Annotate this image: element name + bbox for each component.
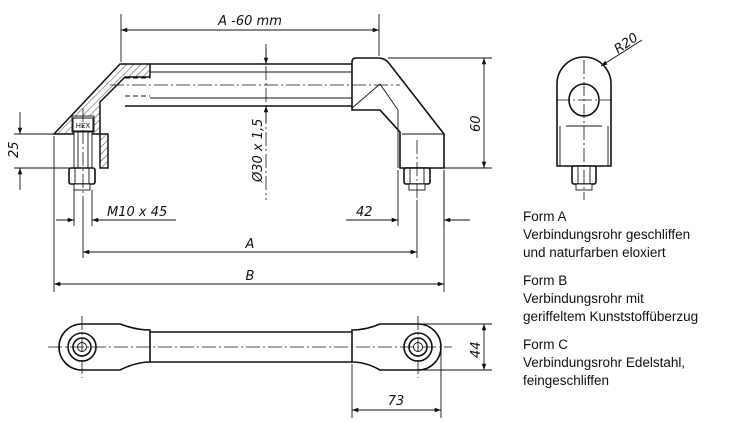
dim-a: A: [82, 200, 418, 258]
dim-60: 60: [388, 57, 492, 169]
dim-m10-label: M10 x 45: [107, 205, 167, 220]
legend-form-a: Form A Verbindungsrohr geschliffen und n…: [523, 208, 750, 262]
top-view: [48, 316, 452, 378]
dim-b: B: [53, 136, 445, 292]
dim-44-label: 44: [469, 341, 484, 358]
left-foot-section: [52, 63, 151, 169]
legend-form-b: Form B Verbindungsrohr mit geriffeltem K…: [523, 272, 750, 326]
form-legend: Form A Verbindungsrohr geschliffen und n…: [523, 208, 750, 400]
legend-form-b-line2: geriffeltem Kunststoffüberzug: [523, 309, 699, 324]
dim-44: 44: [420, 323, 492, 371]
legend-form-c-line2: feingeschliffen: [523, 373, 610, 388]
dim-b-label: B: [246, 269, 255, 284]
legend-form-c-line1: Verbindungsrohr Edelstahl,: [523, 355, 686, 370]
dim-73: 73: [351, 350, 442, 418]
dim-tube-diameter-label: Ø30 x 1,5: [251, 119, 266, 183]
legend-form-b-title: Form B: [523, 273, 568, 288]
legend-form-a-line2: und naturfarben eloxiert: [523, 245, 666, 260]
dim-73-label: 73: [388, 394, 405, 409]
side-view: R20: [556, 30, 643, 200]
dim-60-label: 60: [469, 115, 484, 132]
dim-a-minus-60-label: A -60 mm: [217, 14, 282, 29]
left-nut: [68, 167, 96, 185]
dim-a-label: A: [245, 237, 255, 252]
legend-form-a-line1: Verbindungsrohr geschliffen: [523, 227, 691, 242]
dim-42-label: 42: [356, 205, 373, 220]
legend-form-c-title: Form C: [523, 337, 568, 352]
dim-tube-diameter: Ø30 x 1,5: [251, 48, 269, 183]
dim-r20-label: R20: [612, 30, 642, 57]
legend-form-b-line1: Verbindungsrohr mit: [523, 291, 644, 306]
legend-form-a-title: Form A: [523, 209, 567, 224]
dim-m10: M10 x 45: [56, 190, 176, 226]
dim-25-label: 25: [7, 141, 22, 158]
dim-a-minus-60: A -60 mm: [120, 14, 380, 62]
legend-form-c: Form C Verbindungsrohr Edelstahl, feinge…: [523, 336, 750, 390]
dim-25: 25: [7, 112, 70, 190]
front-view: HEX: [52, 44, 445, 200]
